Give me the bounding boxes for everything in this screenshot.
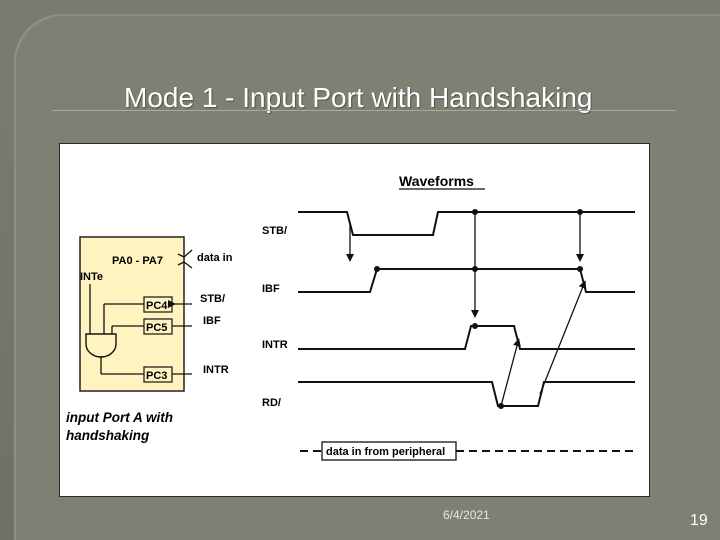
waveform-figure: Waveforms PA0 - PA7 INTe data in PC4 PC5… (59, 143, 650, 497)
stb-waveform (298, 211, 635, 236)
figure-svg: Waveforms PA0 - PA7 INTe data in PC4 PC5… (66, 173, 635, 461)
bus-wire-1 (177, 253, 185, 258)
signal-label-ibf: IBF (262, 283, 280, 295)
arrow-rd-to-intr (500, 338, 521, 407)
bus-wire-2 (183, 249, 193, 258)
data-in-label: data in (197, 252, 233, 264)
stb-pin-label: STB/ (200, 293, 225, 305)
port-a-block (79, 236, 185, 392)
bus-wire-3 (183, 261, 193, 269)
ibf-pin-label: IBF (203, 315, 221, 327)
inte-label: INTe (80, 271, 103, 283)
slide-title: Mode 1 - Input Port with Handshaking (124, 82, 593, 113)
signal-label-stb: STB/ (262, 225, 287, 237)
bus-label: PA0 - PA7 (112, 255, 163, 267)
signal-label-intr: INTR (262, 339, 288, 351)
pin-pc5: PC5 (146, 322, 167, 334)
dot-intr-1 (472, 323, 478, 329)
slide-number: 19 (690, 512, 708, 529)
block-caption-2: handshaking (66, 428, 150, 443)
title-underline (52, 110, 676, 111)
data-bus-label: data in from peripheral (326, 446, 445, 458)
signal-label-rd: RD/ (262, 397, 281, 409)
bus-wire-4 (177, 261, 185, 266)
block-caption-1: input Port A with (66, 410, 173, 425)
dot-ibf-3 (577, 266, 583, 272)
dot-ibf-1 (374, 266, 380, 272)
waveforms-heading: Waveforms (399, 173, 474, 189)
intr-waveform (298, 325, 635, 350)
rd-waveform (298, 381, 635, 407)
arrow-rd-to-ibf (539, 280, 587, 395)
and-gate (85, 333, 117, 358)
pin-pc3: PC3 (146, 370, 167, 382)
intr-pin-label: INTR (203, 364, 229, 376)
slide-date: 6/4/2021 (443, 508, 490, 522)
ibf-waveform (298, 268, 635, 293)
pin-pc4: PC4 (146, 300, 168, 312)
